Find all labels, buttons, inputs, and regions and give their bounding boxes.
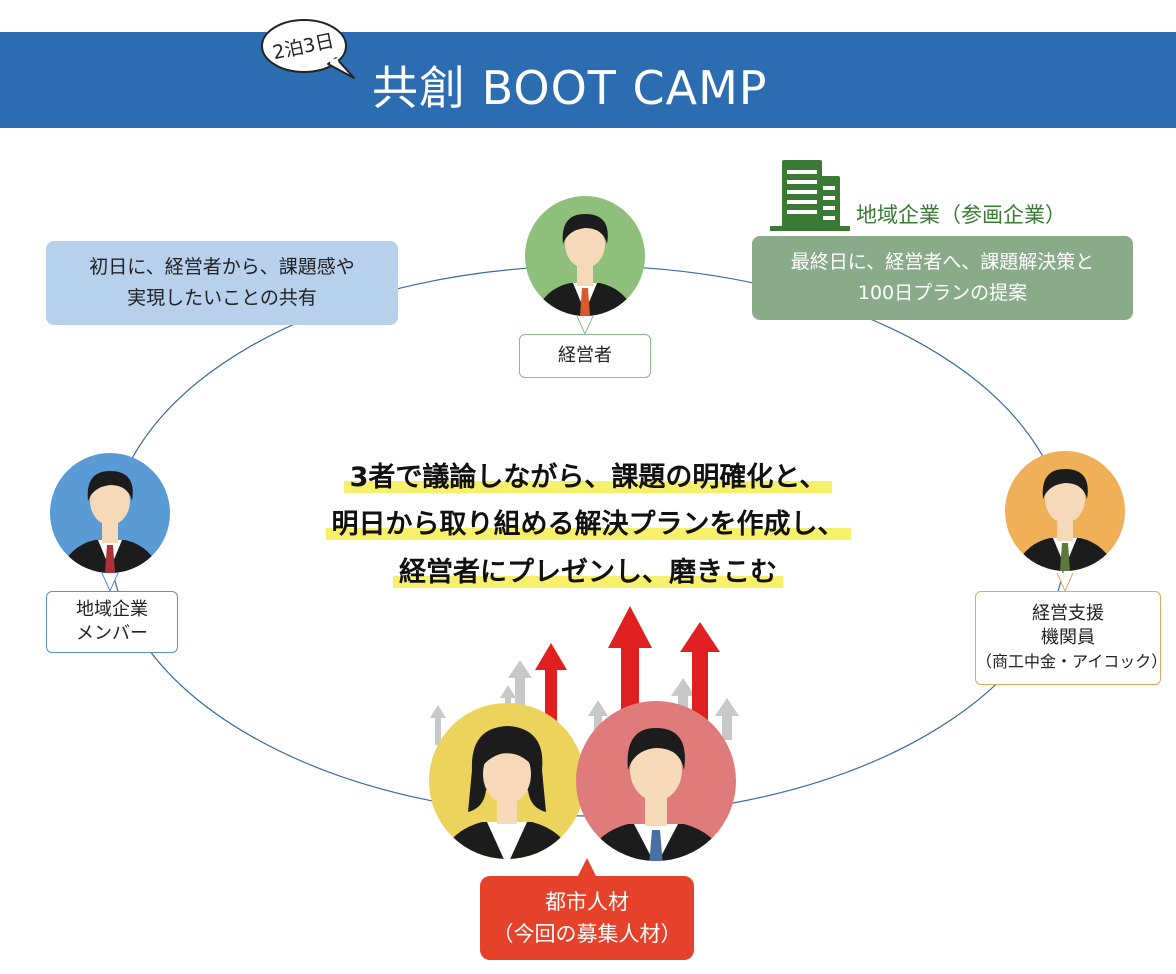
member-label-line2: メンバー: [76, 623, 148, 644]
company-label: 地域企業（参画企業）: [856, 203, 1066, 227]
member-avatar: [50, 453, 170, 573]
day1-note: 初日に、経営者から、課題感や 実現したいことの共有: [46, 241, 398, 325]
duration-badge: 2泊3日: [258, 14, 356, 79]
city-label-line1: 都市人材: [545, 890, 629, 914]
city-label-line2: （今回の募集人材）: [492, 922, 682, 946]
city-man-avatar: [576, 701, 736, 861]
message-line-1: 3者で議論しながら、課題の明確化と、: [0, 455, 1176, 494]
message-line-2: 明日から取り組める解決プランを作成し、: [0, 502, 1176, 541]
ceo-label: 経営者: [519, 334, 651, 378]
day1-note-line1: 初日に、経営者から、課題感や: [89, 256, 355, 278]
building-icon: [770, 160, 850, 231]
member-label: 地域企業 メンバー: [46, 591, 178, 653]
day1-note-line2: 実現したいことの共有: [127, 287, 317, 309]
header-banner: [0, 32, 1176, 128]
city-woman-avatar: [429, 703, 585, 859]
city-talent-label: 都市人材 （今回の募集人材）: [480, 876, 694, 960]
final-note-line1: 最終日に、経営者へ、課題解決策と: [790, 251, 1095, 273]
support-avatar: [1005, 451, 1125, 571]
support-label-line1: 経営支援: [1032, 603, 1104, 624]
member-label-line1: 地域企業: [76, 599, 148, 620]
page-title: 共創 BOOT CAMP: [372, 61, 768, 115]
growth-arrows: [430, 606, 739, 745]
support-label: 経営支援 機関員 （商工中金・アイコック）: [975, 591, 1168, 685]
ceo-avatar: [525, 196, 645, 316]
final-note-line2: 100日プランの提案: [857, 282, 1028, 304]
support-label-line3: （商工中金・アイコック）: [976, 652, 1168, 671]
final-day-note: 最終日に、経営者へ、課題解決策と 100日プランの提案: [752, 236, 1133, 320]
message-line-3: 経営者にプレゼンし、磨きこむ: [0, 550, 1176, 589]
ceo-label-text: 経営者: [558, 345, 612, 366]
support-label-line2: 機関員: [1041, 627, 1095, 648]
